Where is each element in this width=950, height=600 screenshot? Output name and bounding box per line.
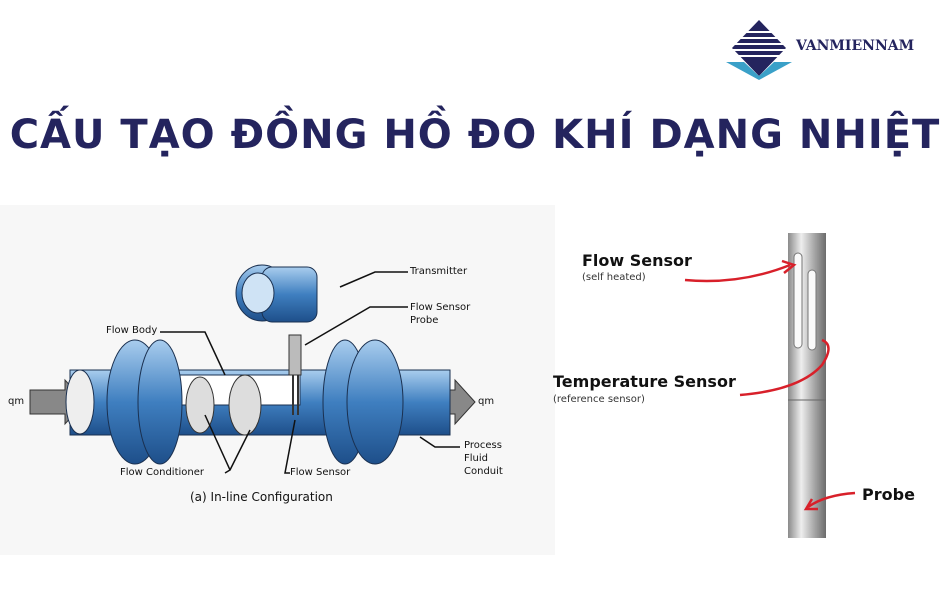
- brand-name: VANMIENNAM: [796, 38, 915, 54]
- label-self-heated: (self heated): [582, 272, 646, 283]
- label-flow-sensor-probe-line2: Probe: [410, 315, 439, 326]
- label-conduit: Conduit: [464, 466, 503, 477]
- label-qm-out: qm: [478, 396, 495, 407]
- thermal-probe-illustration: [684, 233, 856, 538]
- label-flow-sensor-probe: Flow Sensor: [582, 251, 692, 270]
- label-reference-sensor: (reference sensor): [553, 394, 645, 405]
- label-flow-sensor: Flow Sensor: [290, 467, 351, 478]
- label-process: Process: [464, 440, 502, 451]
- label-fluid: Fluid: [464, 453, 488, 464]
- label-probe: Probe: [862, 485, 915, 504]
- label-transmitter: Transmitter: [410, 266, 468, 277]
- label-flow-body: Flow Body: [106, 325, 158, 336]
- label-qm-in: qm: [8, 396, 25, 407]
- label-flow-conditioner: Flow Conditioner: [120, 467, 204, 478]
- vanmiennam-logo-icon: [726, 20, 792, 80]
- diagram-caption: (a) In-line Configuration: [190, 490, 333, 504]
- flow-meter-pipe-illustration: [29, 264, 476, 474]
- label-temperature-sensor: Temperature Sensor: [553, 372, 736, 391]
- page-title: CẤU TẠO ĐỒNG HỒ ĐO KHÍ DẠNG NHIỆT: [9, 112, 941, 158]
- label-flow-sensor-probe-line1: Flow Sensor: [410, 302, 471, 313]
